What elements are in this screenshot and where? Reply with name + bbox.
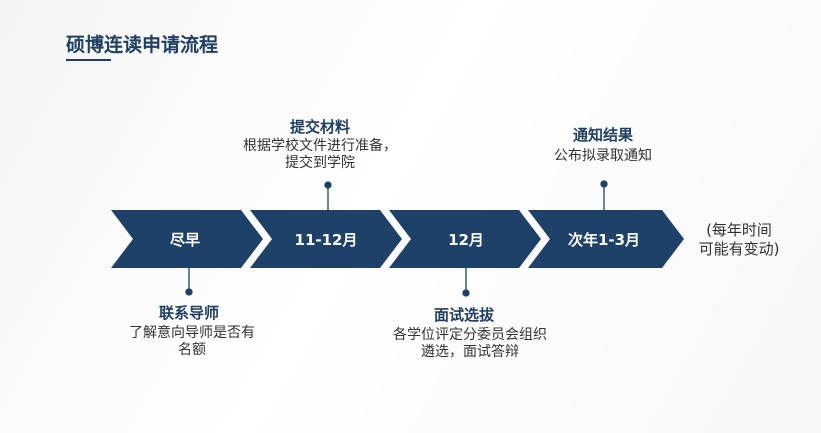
chevron-step-2 [250,210,402,268]
connector-dot [462,289,470,297]
step-period: 11-12月 [294,231,358,249]
step-heading: 联系导师 [158,304,220,322]
step-period: 12月 [448,231,484,249]
step-period: 次年1-3月 [567,231,641,249]
connector-dot [600,180,608,188]
step-heading: 提交材料 [289,118,351,136]
step-heading: 面试选拔 [433,306,495,324]
connector-dot [185,288,193,296]
chevron-step-4 [528,210,684,268]
title-underline [66,59,111,61]
chevron-step-3 [389,210,541,268]
step-period: 尽早 [169,231,201,249]
step-description: 公布拟录取通知 [554,148,652,164]
chevron-step-1 [111,210,263,268]
step-description: 根据学校文件进行准备，提交到学院 [243,138,397,171]
timing-note: (每年时间可能有变动) [698,221,780,258]
connector-dot [324,181,332,189]
step-description: 各学位评定分委员会组织遴选，面试答辩 [393,327,547,360]
step-heading: 通知结果 [572,126,634,144]
page-title: 硕博连读申请流程 [66,34,219,56]
step-description: 了解意向导师是否有名额 [129,325,255,358]
